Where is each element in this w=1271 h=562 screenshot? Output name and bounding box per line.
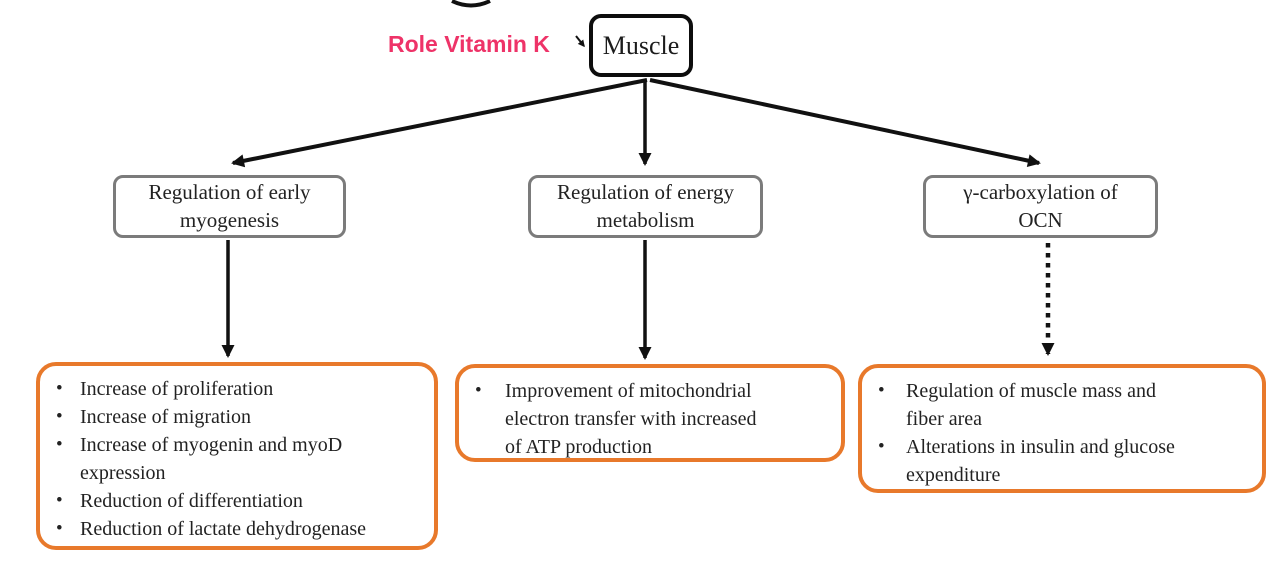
- list-item: Increase of myogenin and myoD expression: [40, 431, 428, 487]
- arrow-muscle-to-carboxylation: [649, 78, 1041, 168]
- list-item: Improvement of mitochondrial electron tr…: [459, 377, 835, 461]
- root-node-muscle: Muscle: [589, 14, 693, 77]
- arrow-muscle-to-early-myogenesis: [231, 78, 648, 168]
- outcome-box-carboxylation-ocn: Regulation of muscle mass and fiber area…: [858, 364, 1266, 493]
- branch-node-carboxylation-ocn: γ-carboxylation of OCN: [923, 175, 1158, 238]
- cropped-shape-top: [451, 0, 491, 8]
- title-pointer-arrow: [575, 35, 585, 48]
- branch-node-energy-metabolism: Regulation of energy metabolism: [528, 175, 763, 238]
- branch-label: Regulation of early myogenesis: [148, 179, 311, 232]
- outcome-list: Improvement of mitochondrial electron tr…: [459, 368, 841, 461]
- root-node-label: Muscle: [602, 30, 680, 60]
- list-item: Increase of migration: [40, 403, 428, 431]
- outcome-list: Regulation of muscle mass and fiber area…: [862, 368, 1262, 489]
- list-item: Regulation of muscle mass and fiber area: [862, 377, 1256, 433]
- branch-label: γ-carboxylation of OCN: [963, 179, 1118, 232]
- list-item: Increase of proliferation: [40, 375, 428, 403]
- list-item: Reduction of lactate dehydrogenase: [40, 515, 428, 543]
- branch-label: Regulation of energy metabolism: [557, 179, 734, 232]
- outcome-box-early-myogenesis: Increase of proliferation Increase of mi…: [36, 362, 438, 550]
- list-item: Reduction of differentiation: [40, 487, 428, 515]
- figure-title: Role Vitamin K: [388, 31, 550, 57]
- outcome-list: Increase of proliferation Increase of mi…: [40, 366, 434, 543]
- branch-node-early-myogenesis: Regulation of early myogenesis: [113, 175, 346, 238]
- list-item: Alterations in insulin and glucose expen…: [862, 433, 1256, 489]
- outcome-box-energy-metabolism: Improvement of mitochondrial electron tr…: [455, 364, 845, 462]
